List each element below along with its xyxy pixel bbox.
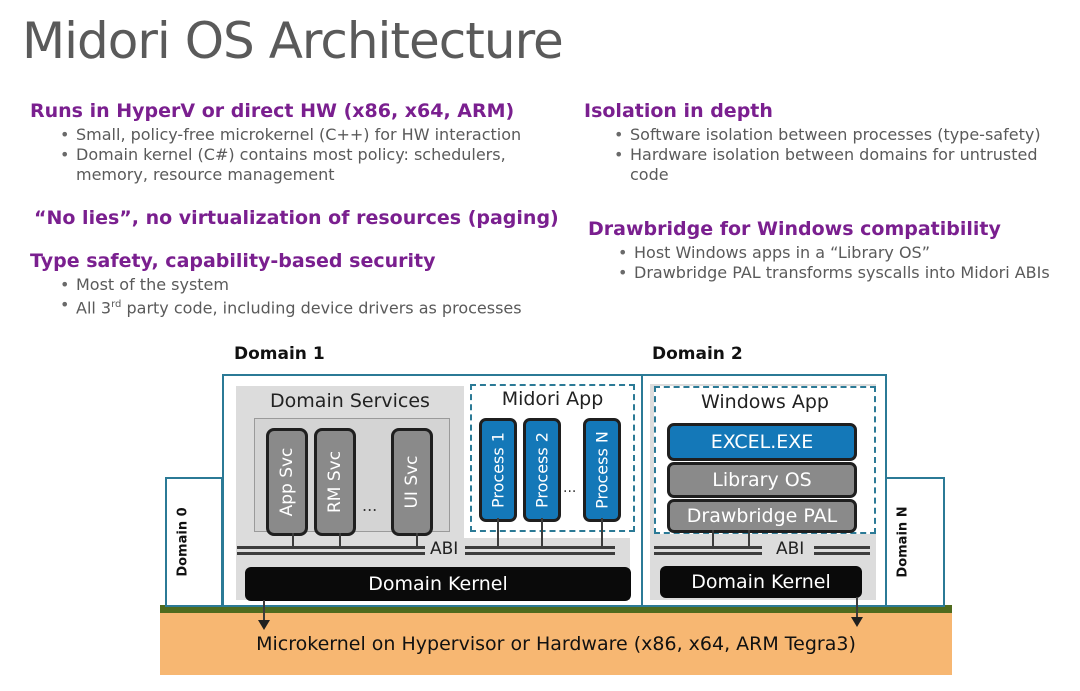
- section-heading: “No lies”, no virtualization of resource…: [34, 207, 559, 229]
- hardware-line: [160, 605, 952, 613]
- kernel-arrow-line: [856, 597, 858, 621]
- connector: [601, 518, 603, 547]
- domain0-label: Domain 0: [175, 507, 191, 577]
- ui-svc-label: UI Svc: [402, 455, 422, 509]
- microkernel-layer: Microkernel on Hypervisor or Hardware (x…: [160, 613, 952, 675]
- bullet-item: Software isolation between processes (ty…: [614, 125, 1070, 145]
- connector: [292, 533, 294, 547]
- connector: [339, 533, 341, 547]
- windows-app-label: Windows App: [701, 391, 829, 413]
- domain-kernel-label: Domain Kernel: [691, 571, 831, 593]
- bullet-text: party code, including device drivers as …: [121, 298, 522, 318]
- ui-svc-box: UI Svc: [391, 428, 433, 536]
- section-drawbridge: Drawbridge for Windows compatibility Hos…: [588, 218, 1050, 283]
- microkernel-label: Microkernel on Hypervisor or Hardware (x…: [256, 633, 856, 655]
- bullet-list: Most of the system All 3rd party code, i…: [60, 275, 522, 318]
- abi-line: [814, 552, 870, 555]
- excel-box: EXCEL.EXE: [667, 423, 857, 461]
- process-n-label: Process N: [592, 431, 612, 509]
- section-heading: Isolation in depth: [584, 100, 773, 122]
- app-svc-box: App Svc: [266, 428, 308, 536]
- midori-app-box: Midori App: [470, 384, 635, 532]
- rm-svc-label: RM Svc: [325, 450, 345, 514]
- abi-line: [465, 546, 615, 549]
- slide-title: Midori OS Architecture: [22, 12, 564, 70]
- rm-svc-box: RM Svc: [314, 428, 356, 536]
- drawbridge-pal-label: Drawbridge PAL: [686, 505, 838, 527]
- midori-app-label: Midori App: [501, 388, 604, 410]
- connector: [416, 533, 418, 547]
- bullet-item: Domain kernel (C#) contains most policy:…: [60, 145, 536, 185]
- process-1-label: Process 1: [488, 432, 508, 508]
- bullet-item: Most of the system: [60, 275, 522, 295]
- connector: [748, 530, 750, 547]
- app-svc-label: App Svc: [277, 447, 297, 517]
- domain1-kernel: Domain Kernel: [245, 567, 631, 601]
- section-heading: Drawbridge for Windows compatibility: [588, 218, 1001, 240]
- arrow-down-icon: [851, 617, 863, 627]
- abi-line: [814, 546, 870, 549]
- section-heading: Runs in HyperV or direct HW (x86, x64, A…: [30, 100, 515, 122]
- excel-label: EXCEL.EXE: [710, 431, 814, 453]
- domain0-box: Domain 0: [165, 477, 223, 607]
- bullet-list: Software isolation between processes (ty…: [614, 125, 1070, 185]
- bullet-list: Small, policy-free microkernel (C++) for…: [60, 125, 536, 185]
- section-hyperv: Runs in HyperV or direct HW (x86, x64, A…: [30, 100, 536, 185]
- abi-line: [237, 546, 425, 549]
- domainN-label: Domain N: [895, 506, 911, 578]
- connector: [712, 530, 714, 547]
- process-1-box: Process 1: [479, 418, 517, 522]
- connector: [541, 518, 543, 547]
- section-heading: Type safety, capability-based security: [30, 250, 436, 272]
- process-2-label: Process 2: [532, 432, 552, 508]
- bullet-item: Host Windows apps in a “Library OS”: [618, 243, 1050, 263]
- abi-line: [237, 552, 425, 555]
- abi-label: ABI: [430, 539, 459, 559]
- abi-line: [654, 552, 762, 555]
- process-ellipsis: ...: [563, 480, 577, 496]
- domain2-label: Domain 2: [652, 344, 743, 364]
- domain-services-label: Domain Services: [270, 390, 430, 412]
- arrow-down-icon: [258, 620, 270, 630]
- abi-label: ABI: [776, 539, 805, 559]
- bullet-text: All 3: [76, 298, 112, 318]
- bullet-list: Host Windows apps in a “Library OS” Draw…: [618, 243, 1050, 283]
- domain1-label: Domain 1: [234, 344, 325, 364]
- library-os-box: Library OS: [667, 462, 857, 498]
- domainN-box: Domain N: [885, 477, 945, 607]
- library-os-label: Library OS: [712, 469, 812, 491]
- process-n-box: Process N: [583, 418, 621, 522]
- bullet-item: Drawbridge PAL transforms syscalls into …: [618, 263, 1050, 283]
- section-isolation: Isolation in depth Software isolation be…: [584, 100, 1070, 185]
- drawbridge-pal-box: Drawbridge PAL: [667, 499, 857, 533]
- kernel-arrow-line: [263, 600, 265, 624]
- abi-line: [465, 552, 615, 555]
- bullet-item: Hardware isolation between domains for u…: [614, 145, 1070, 185]
- domain2-kernel: Domain Kernel: [660, 566, 862, 598]
- process-2-box: Process 2: [523, 418, 561, 522]
- connector: [497, 518, 499, 547]
- superscript: rd: [111, 299, 122, 310]
- svc-ellipsis: ...: [362, 496, 378, 515]
- abi-line: [654, 546, 762, 549]
- bullet-item: Small, policy-free microkernel (C++) for…: [60, 125, 536, 145]
- section-no-lies: “No lies”, no virtualization of resource…: [34, 207, 559, 229]
- domain-kernel-label: Domain Kernel: [368, 573, 508, 595]
- bullet-item: All 3rd party code, including device dri…: [60, 295, 522, 318]
- section-type-safety: Type safety, capability-based security M…: [30, 250, 522, 318]
